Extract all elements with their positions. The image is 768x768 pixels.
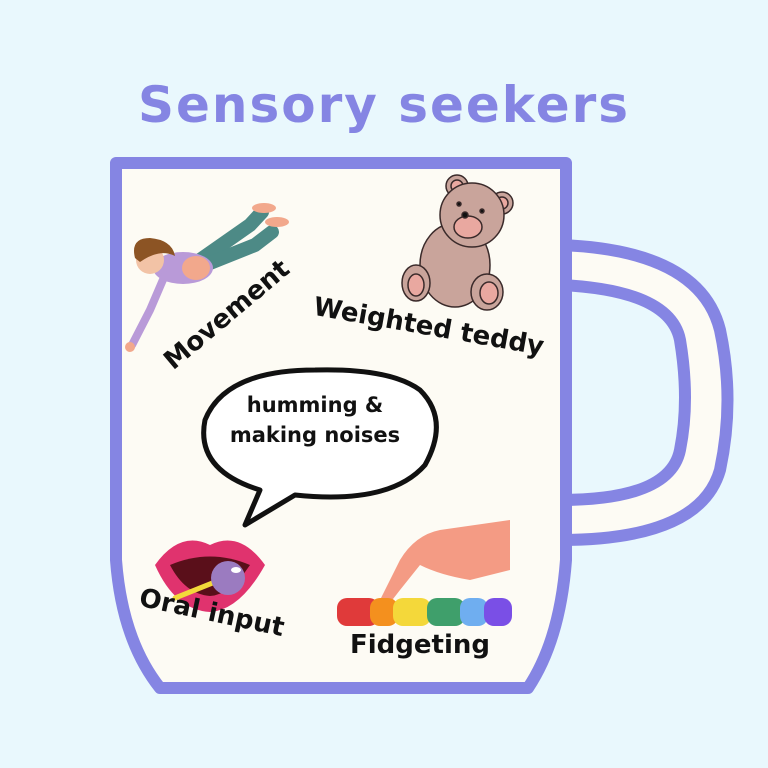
bubble-line-2: making noises <box>229 423 401 447</box>
speech-bubble-text: humming & making noises <box>215 390 415 450</box>
label-fidgeting: Fidgeting <box>350 630 490 660</box>
lips-lollipop-icon <box>155 540 265 612</box>
speech-bubble <box>201 367 439 528</box>
mug-handle <box>554 239 734 546</box>
bubble-line-1: humming & <box>246 393 384 417</box>
teddy-bear-icon <box>401 174 514 311</box>
falling-person-icon <box>125 203 289 352</box>
finger-pop-toy-icon <box>337 520 512 626</box>
page-title: Sensory seekers <box>137 76 631 134</box>
